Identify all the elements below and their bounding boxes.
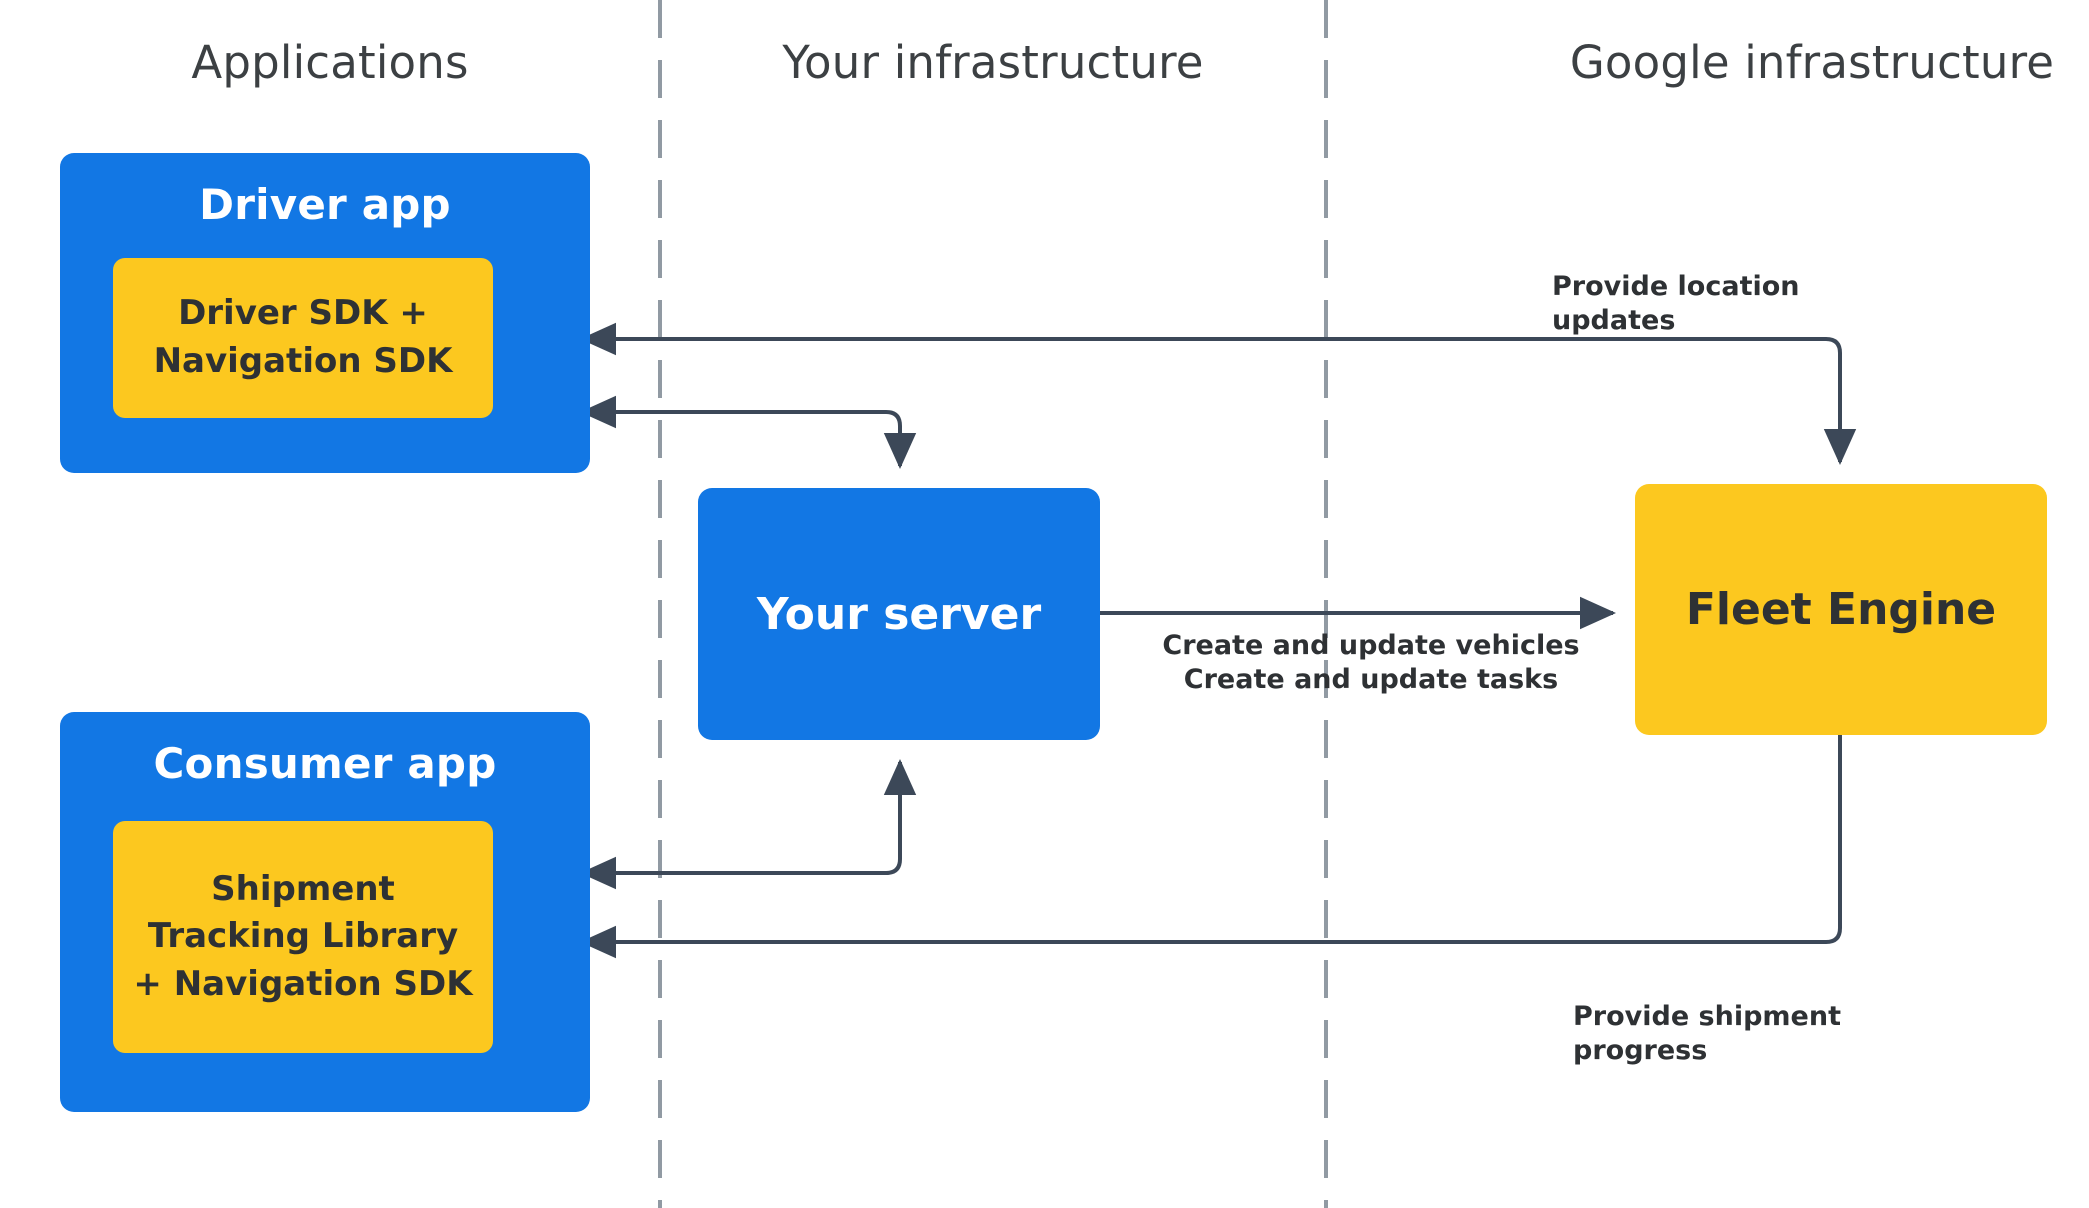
node-fleet-engine[interactable]: Fleet Engine xyxy=(1635,484,2047,735)
edge-label-location-updates: Provide location updates xyxy=(1552,271,1800,337)
node-your-server[interactable]: Your server xyxy=(698,488,1100,740)
driver-sdk-label: Driver SDK + Navigation SDK xyxy=(153,293,453,381)
shipment-tracking-library-label: Shipment Tracking Library + Navigation S… xyxy=(133,868,473,1004)
fleet-engine-label: Fleet Engine xyxy=(1685,584,1997,635)
edge-label-shipment-progress: Provide shipment progress xyxy=(1573,1001,1841,1067)
node-driver-app[interactable]: Driver app Driver SDK + Navigation SDK xyxy=(60,153,590,473)
edge-shipment-progress xyxy=(580,735,1842,959)
column-heading-applications: Applications xyxy=(191,36,469,89)
node-consumer-app[interactable]: Consumer app Shipment Tracking Library +… xyxy=(60,712,590,1112)
edge-label-create-and-update: Create and update vehicles Create and up… xyxy=(1162,630,1580,696)
your-server-label: Your server xyxy=(756,588,1042,640)
edge-driver-server xyxy=(580,395,917,469)
column-heading-your-infrastructure: Your infrastructure xyxy=(782,36,1204,89)
consumer-app-title: Consumer app xyxy=(153,739,497,788)
edge-location-updates xyxy=(580,322,1857,465)
node-shipment-tracking-library[interactable]: Shipment Tracking Library + Navigation S… xyxy=(113,821,493,1053)
driver-app-title: Driver app xyxy=(199,180,451,229)
edge-server-consumer xyxy=(580,759,917,890)
node-driver-sdk[interactable]: Driver SDK + Navigation SDK xyxy=(113,258,493,418)
column-heading-google-infrastructure: Google infrastructure xyxy=(1569,36,2055,89)
